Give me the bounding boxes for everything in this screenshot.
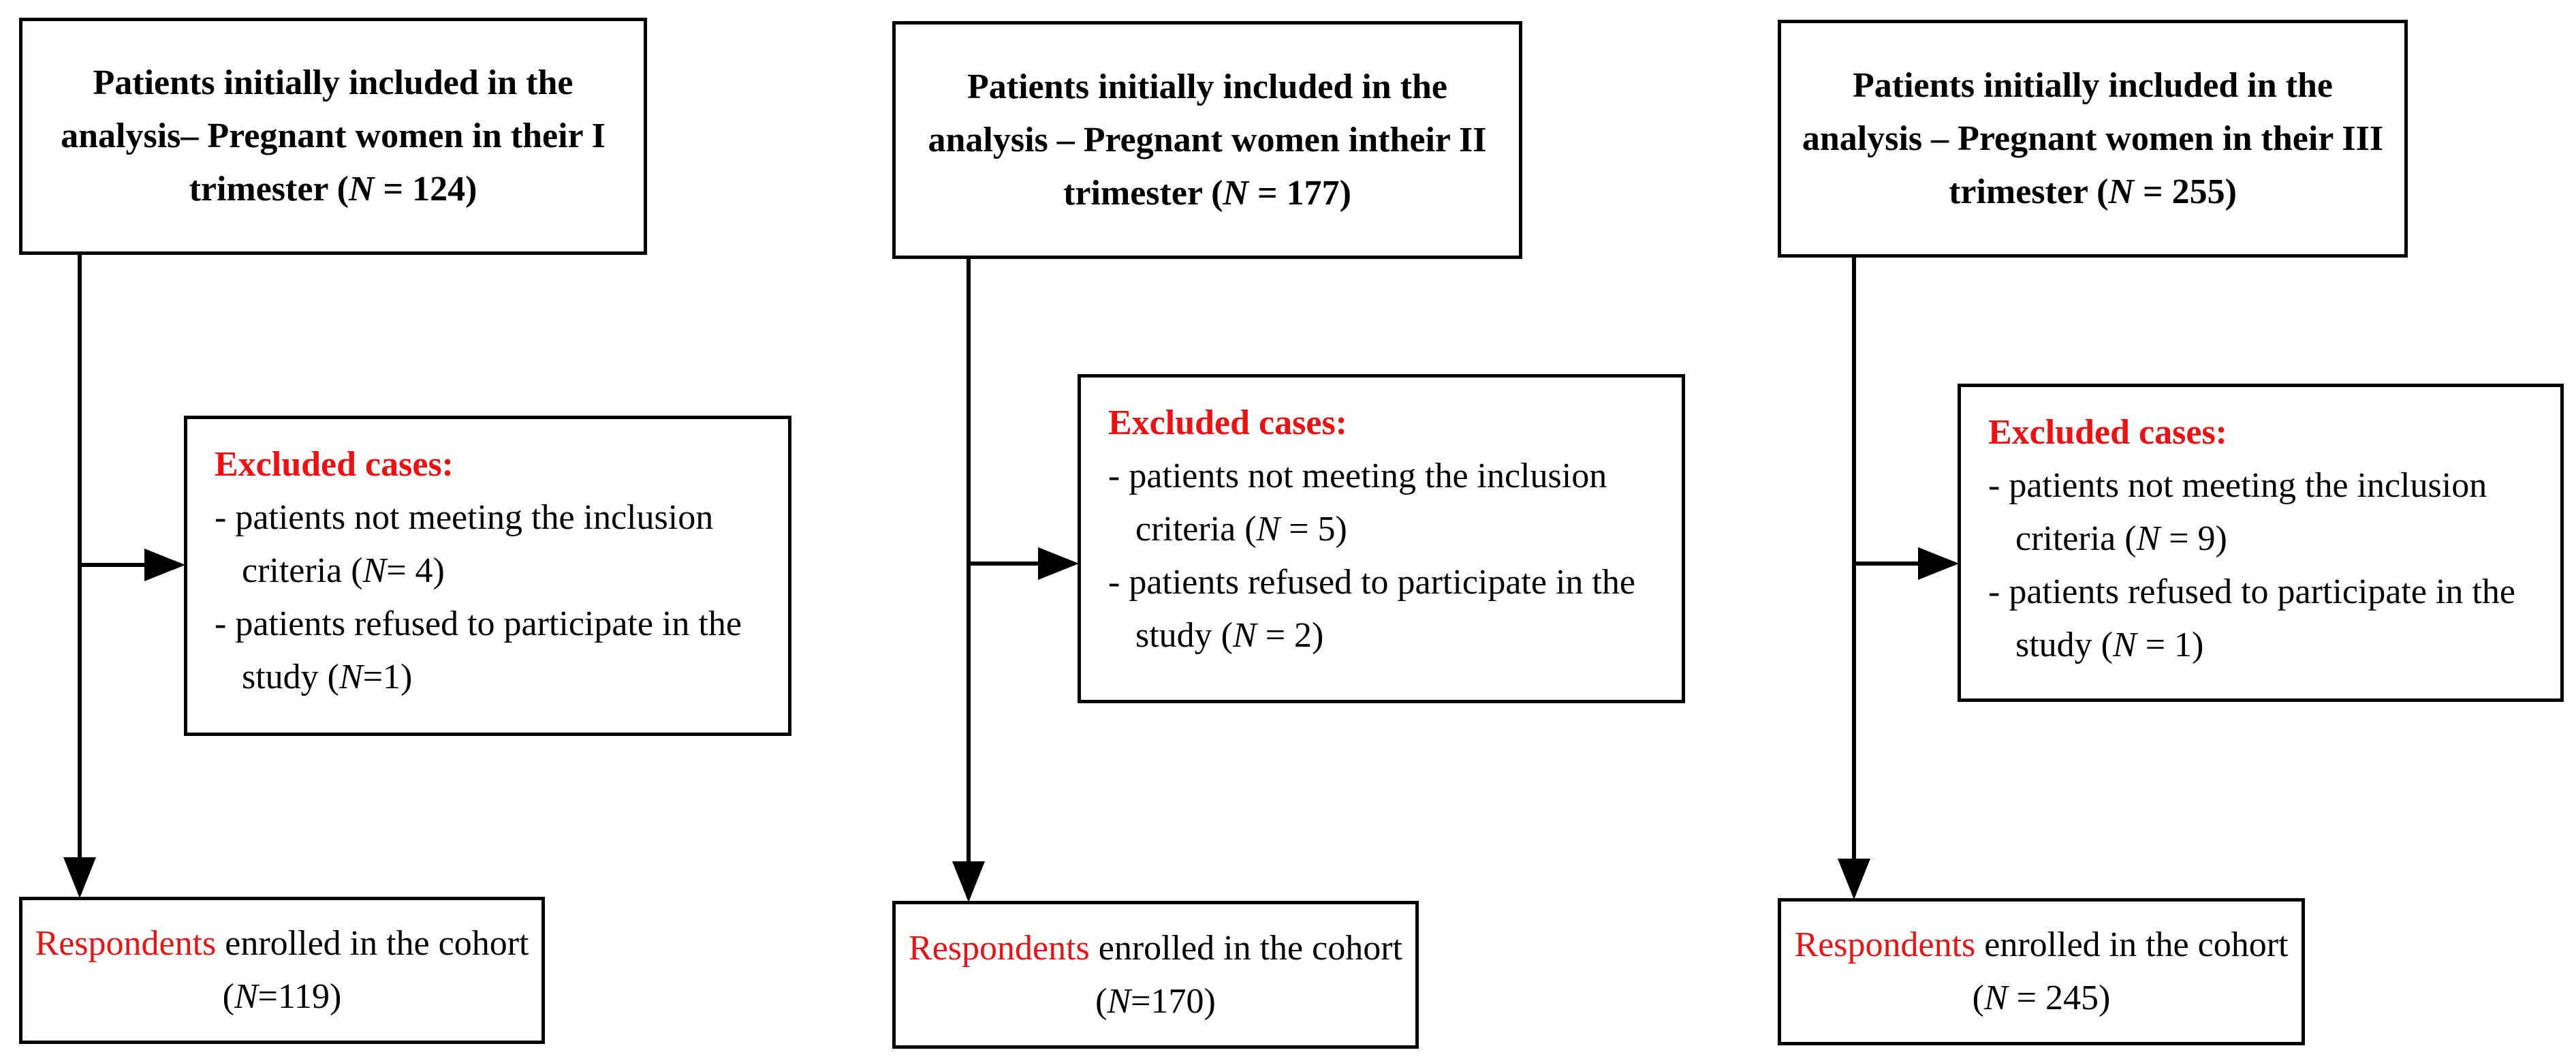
excluded-cases-box-trimester-2: Excluded cases: - patients not meeting t…	[1078, 374, 1685, 703]
initial-cohort-box-trimester-3: Patients initially included in the analy…	[1778, 20, 2408, 258]
excluded-cases-title: Excluded cases:	[215, 445, 454, 484]
enrolled-cohort-box-trimester-3: Respondents enrolled in the cohort (N = …	[1778, 898, 2305, 1045]
excluded-cases-box-trimester-1: Excluded cases: - patients not meeting t…	[184, 416, 791, 736]
exclusion-item: - patients refused to participate in the…	[215, 604, 742, 696]
enrolled-cohort-text: Respondents enrolled in the cohort (N=11…	[35, 924, 529, 1016]
initial-cohort-text: Patients initially included in the analy…	[1802, 65, 2384, 211]
excluded-cases-box-trimester-3: Excluded cases: - patients not meeting t…	[1958, 384, 2564, 702]
initial-cohort-box-trimester-1: Patients initially included in the analy…	[19, 18, 647, 255]
exclusion-item: - patients not meeting the inclusion cri…	[1108, 457, 1607, 549]
enrolled-cohort-box-trimester-2: Respondents enrolled in the cohort (N=17…	[892, 901, 1419, 1049]
exclusion-item: - patients refused to participate in the…	[1988, 572, 2515, 664]
excluded-cases-title: Excluded cases:	[1108, 403, 1347, 442]
exclusion-item: - patients not meeting the inclusion cri…	[215, 498, 714, 590]
enrolled-cohort-box-trimester-1: Respondents enrolled in the cohort (N=11…	[19, 897, 545, 1044]
excluded-cases-title: Excluded cases:	[1988, 413, 2227, 452]
initial-cohort-box-trimester-2: Patients initially included in the analy…	[892, 21, 1522, 259]
enrolled-cohort-text: Respondents enrolled in the cohort (N = …	[1794, 925, 2289, 1017]
exclusion-item: - patients refused to participate in the…	[1108, 563, 1635, 655]
enrolled-cohort-text: Respondents enrolled in the cohort (N=17…	[909, 928, 1402, 1021]
initial-cohort-text: Patients initially included in the analy…	[61, 63, 606, 209]
initial-cohort-text: Patients initially included in the analy…	[928, 67, 1487, 213]
exclusion-item: - patients not meeting the inclusion cri…	[1988, 466, 2487, 558]
